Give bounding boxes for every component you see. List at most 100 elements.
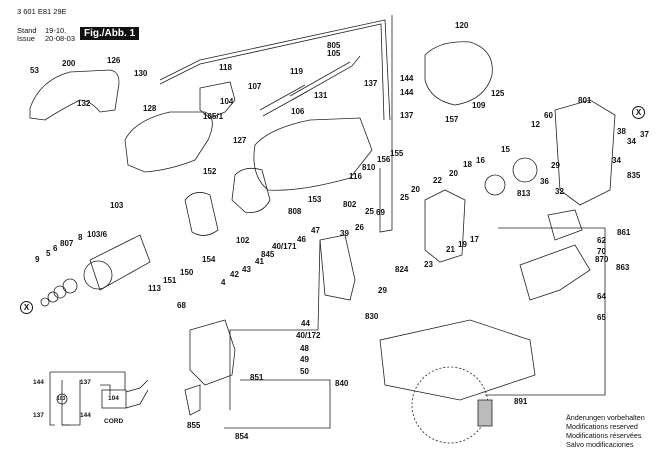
- stand-value: 19-10.: [45, 26, 67, 35]
- callout: 151: [163, 276, 177, 285]
- callout: 5: [46, 249, 51, 258]
- gear-part: [512, 157, 538, 183]
- callout: 154: [202, 255, 216, 264]
- callout: 65: [597, 313, 606, 322]
- callout: 830: [365, 312, 379, 321]
- callout: 125: [491, 89, 505, 98]
- circuit-label: 137: [33, 412, 44, 419]
- callout: 130: [134, 69, 148, 78]
- notice-line: Modifications réservées: [566, 431, 642, 440]
- cable-loop: [159, 19, 391, 121]
- callout: 60: [544, 111, 553, 120]
- callout: 48: [300, 344, 309, 353]
- callout: 824: [395, 265, 409, 274]
- callout: 106: [291, 107, 305, 116]
- callout: 8: [78, 233, 83, 242]
- callout: 808: [288, 207, 302, 216]
- callout: 47: [311, 226, 320, 235]
- callout: 119: [290, 67, 303, 76]
- motor-housing-part: [253, 117, 373, 191]
- callout: 9: [35, 255, 40, 264]
- callout: 12: [531, 120, 540, 129]
- callout: 152: [203, 167, 217, 176]
- field-coil-part: [231, 167, 271, 213]
- callout: 113: [148, 284, 161, 293]
- callout: 835: [627, 171, 641, 180]
- cord-label: CORD: [104, 418, 124, 425]
- gear-box-part: [189, 319, 236, 386]
- callout: 16: [476, 156, 485, 165]
- callout: 25: [400, 193, 409, 202]
- gasket-part: [319, 234, 356, 301]
- callout: 104: [220, 97, 234, 106]
- armature-part: [89, 234, 151, 291]
- callout: 120: [455, 21, 469, 30]
- callout: 200: [62, 59, 76, 68]
- document-number: 3 601 E81 29E: [17, 7, 67, 16]
- tube-part: [259, 84, 309, 117]
- callout: 103: [110, 201, 124, 210]
- callout: 116: [349, 172, 362, 181]
- rear-handle-part: [29, 69, 120, 121]
- callout: 137: [400, 111, 414, 120]
- callout: 18: [463, 160, 472, 169]
- callout: 6: [53, 244, 58, 253]
- callout: 19: [458, 240, 467, 249]
- callout: 40/172: [296, 331, 321, 340]
- modification-notice: Änderungen vorbehalten Modifications res…: [566, 413, 645, 449]
- callout: 126: [107, 56, 121, 65]
- callout: 155: [390, 149, 404, 158]
- reference-mark-x: X: [20, 301, 33, 314]
- callout: 40/171: [272, 242, 297, 251]
- foot-part: [547, 209, 583, 241]
- callout: 144: [400, 88, 414, 97]
- callout: 132: [77, 99, 91, 108]
- carry-case-part: [379, 319, 536, 401]
- callout: 37: [640, 130, 649, 139]
- callout: 29: [378, 286, 387, 295]
- callout: 153: [308, 195, 322, 204]
- callout: 131: [314, 91, 328, 100]
- wiring-diagram: [49, 371, 149, 426]
- notice-line: Modifications reserved: [566, 422, 638, 431]
- callout: 25: [365, 207, 374, 216]
- callout: 32: [555, 187, 564, 196]
- callout: 118: [219, 63, 232, 72]
- callout: 144: [400, 74, 414, 83]
- switch-part: [199, 81, 236, 119]
- callout: 20: [411, 185, 420, 194]
- callout: 870: [595, 255, 609, 264]
- figure-badge: Fig./Abb. 1: [80, 27, 140, 40]
- callout: 157: [445, 115, 459, 124]
- callout: 845: [261, 250, 275, 259]
- circuit-label: 137: [80, 379, 91, 386]
- callout: 34: [612, 156, 621, 165]
- callout: 854: [235, 432, 249, 441]
- callout: 810: [362, 163, 376, 172]
- baffle-part: [184, 192, 219, 236]
- callout: 807: [60, 239, 74, 248]
- callout: 23: [424, 260, 433, 269]
- callout: 22: [433, 176, 442, 185]
- nose-cover-part: [424, 41, 493, 106]
- callout: 17: [470, 235, 479, 244]
- callout: 813: [517, 189, 531, 198]
- callout: 43: [242, 265, 251, 274]
- callout: 128: [143, 104, 157, 113]
- callout: 49: [300, 355, 309, 364]
- callout: 42: [230, 270, 239, 279]
- callout: 855: [187, 421, 201, 430]
- callout: 840: [335, 379, 349, 388]
- reference-mark-x: X: [632, 106, 645, 119]
- callout: 863: [616, 263, 630, 272]
- callout: 39: [340, 229, 349, 238]
- gear-housing-part: [554, 99, 616, 206]
- fan-part: [83, 260, 113, 290]
- notice-line: Salvo modificaciones: [566, 440, 634, 449]
- callout: 70: [597, 247, 606, 256]
- callout: 891: [514, 397, 528, 406]
- callout: 109: [472, 101, 486, 110]
- callout: 36: [540, 177, 549, 186]
- callout: 64: [597, 292, 606, 301]
- callout: 20: [449, 169, 458, 178]
